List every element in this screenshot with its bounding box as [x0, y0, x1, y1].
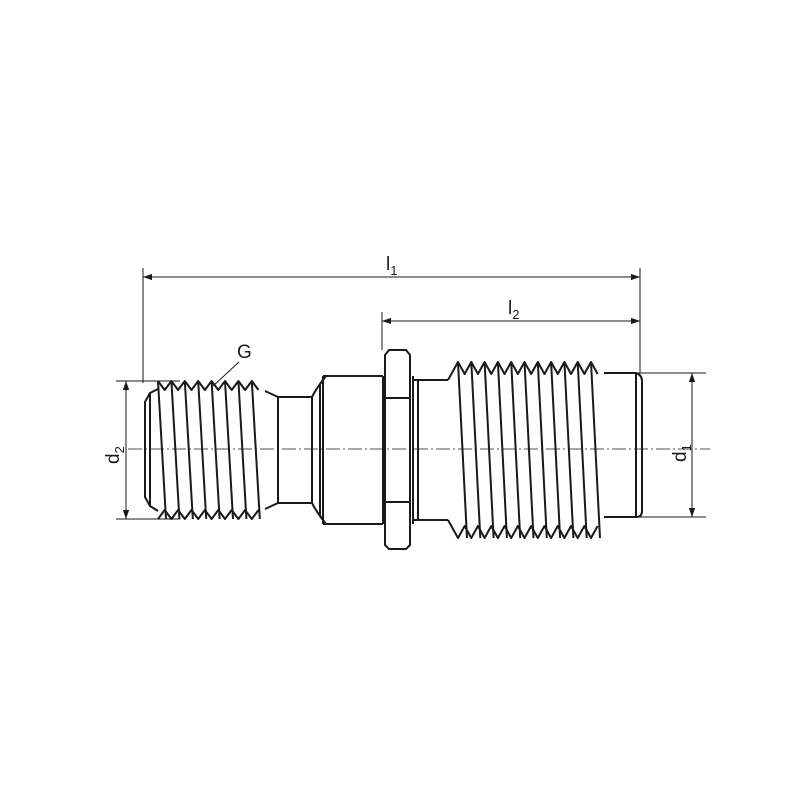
stud-outline: [144, 349, 643, 550]
label-thread-g: G: [237, 342, 252, 363]
label-d2: d2: [103, 446, 127, 464]
label-d1: d1: [670, 444, 694, 462]
leader-line-g: [212, 361, 240, 387]
label-l1: l1: [386, 254, 397, 278]
label-l2: l2: [508, 298, 519, 322]
